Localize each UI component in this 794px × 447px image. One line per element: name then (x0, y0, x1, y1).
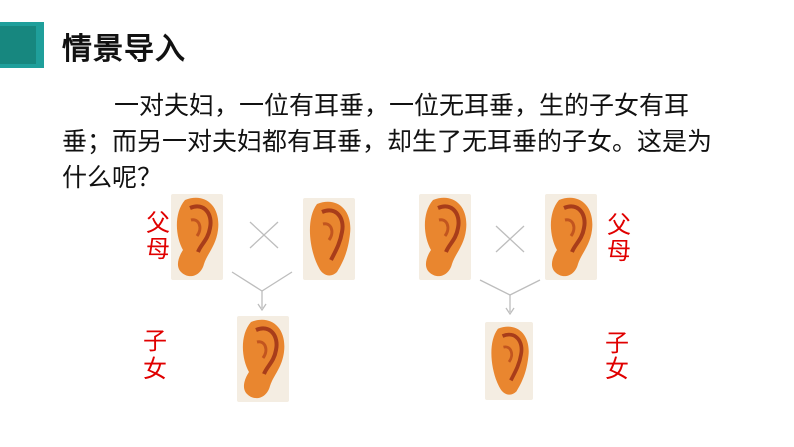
label-father-left: 父 (146, 209, 170, 237)
intro-paragraph: 一对夫妇，一位有耳垂，一位无耳垂，生的子女有耳垂；而另一对夫妇都有耳垂，却生了无… (62, 91, 713, 192)
label-father-right: 父 (607, 211, 631, 239)
ear-with-lobe-icon (550, 197, 593, 277)
label-daughter-right: 女 (605, 355, 629, 383)
child-ear-without-lobe-icon (491, 326, 529, 395)
branch-left (231, 271, 293, 292)
ear-with-lobe-icon (424, 197, 467, 277)
child-ear-with-lobe-icon (242, 319, 285, 399)
ear-with-lobe-icon (176, 197, 219, 277)
title-accent-block (0, 22, 44, 68)
slide-title: 情景导入 (62, 32, 186, 67)
ear-without-lobe-icon (309, 201, 351, 276)
label-daughter-left: 女 (143, 355, 167, 383)
label-mother-right: 母 (607, 237, 631, 265)
label-mother-left: 母 (146, 235, 170, 263)
label-son-right: 子 (605, 329, 629, 357)
branch-right (479, 279, 541, 296)
label-son-left: 子 (143, 327, 167, 355)
